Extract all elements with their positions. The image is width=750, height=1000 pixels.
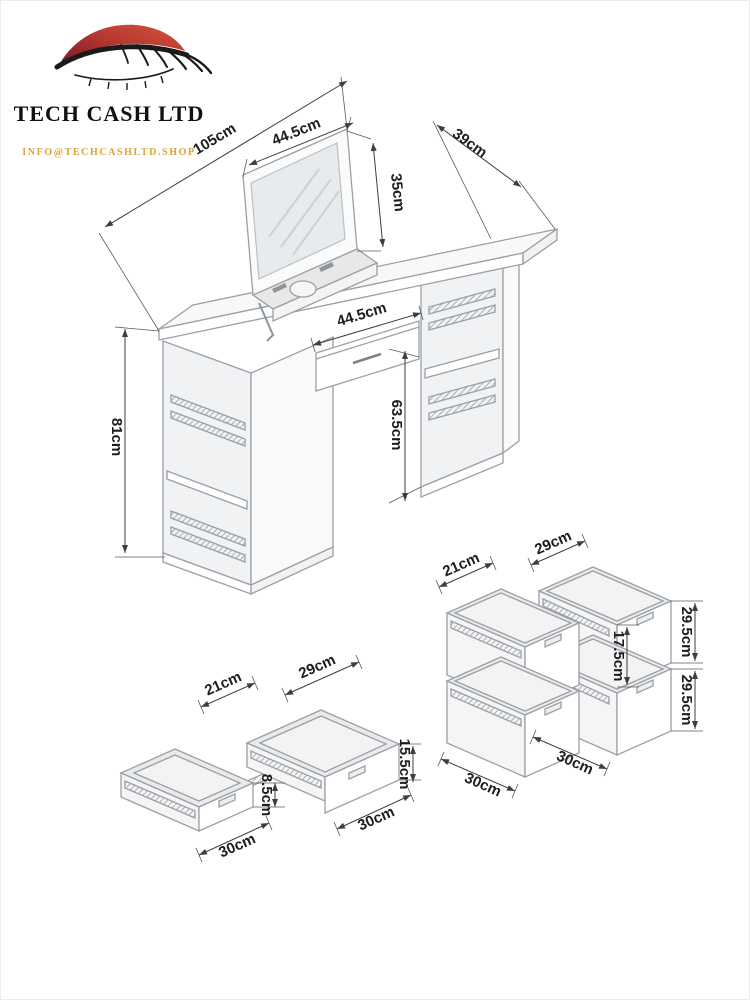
dim-label-knee-height: 63.5cm bbox=[388, 400, 405, 451]
eye-lashes-icon bbox=[54, 24, 213, 90]
drawer-pair-drawing: 21cm 29cm 8.5cm 15.5cm 30cm 30cm bbox=[119, 651, 421, 863]
round-tray bbox=[289, 280, 317, 298]
drawer-handle bbox=[218, 793, 236, 808]
drawer-slide-rails bbox=[428, 288, 496, 421]
drawer-handle bbox=[636, 611, 654, 626]
dim-label-large-width: 29cm bbox=[296, 651, 338, 682]
dim-label-front-height: 15.5cm bbox=[396, 739, 413, 790]
dim-label-lower-front-height: 29.5cm bbox=[678, 675, 695, 726]
drawer-handle bbox=[348, 765, 366, 780]
lid-stay bbox=[258, 302, 275, 342]
brand-logo: TECH CASH LTD INFO@TECHCASHLTD.SHOP bbox=[14, 24, 213, 158]
dim-label-large-width: 29cm bbox=[532, 527, 574, 558]
dim-label-top-depth: 39cm bbox=[449, 125, 490, 161]
dim-label-small-depth: 30cm bbox=[216, 830, 258, 861]
dim-label-mirror-height: 35cm bbox=[387, 173, 408, 213]
brand-tagline: INFO@TECHCASHLTD.SHOP bbox=[22, 147, 195, 158]
left-pedestal bbox=[162, 336, 334, 596]
drawer-handle bbox=[636, 679, 654, 694]
left-column bbox=[445, 588, 581, 779]
middle-drawer bbox=[315, 320, 420, 392]
vanity-drawing: 105cm 44.5cm 35cm 39cm 44.5cm 63.5cm bbox=[98, 76, 558, 596]
stacked-drawers-drawing: 21cm 29cm 17.5cm 29.5cm 29.5cm 30cm bbox=[435, 527, 703, 800]
right-pedestal bbox=[420, 250, 520, 498]
small-drawer bbox=[119, 748, 255, 833]
dim-label-upper-front-height: 29.5cm bbox=[678, 607, 695, 658]
dim-label-large-depth: 30cm bbox=[355, 803, 397, 834]
dim-label-small-height: 8.5cm bbox=[258, 774, 275, 817]
dim-label-small-width: 21cm bbox=[440, 549, 482, 580]
drawer-handle bbox=[544, 633, 562, 648]
brand-name: TECH CASH LTD bbox=[14, 101, 205, 126]
dim-label-inner-height: 17.5cm bbox=[610, 631, 627, 682]
hinge-icon bbox=[272, 283, 287, 293]
dim-label-small-width: 21cm bbox=[202, 668, 244, 699]
shelf bbox=[166, 470, 248, 510]
shelf bbox=[424, 348, 500, 379]
drawer-handle bbox=[544, 701, 562, 716]
dim-label-total-height: 81cm bbox=[108, 418, 125, 456]
hinge-icon bbox=[319, 262, 334, 272]
dim-label-left-depth: 30cm bbox=[462, 769, 504, 800]
drawer-handle bbox=[352, 352, 382, 365]
dim-label-drawer-width: 44.5cm bbox=[335, 299, 389, 330]
drawer-slide-rails bbox=[170, 394, 246, 563]
